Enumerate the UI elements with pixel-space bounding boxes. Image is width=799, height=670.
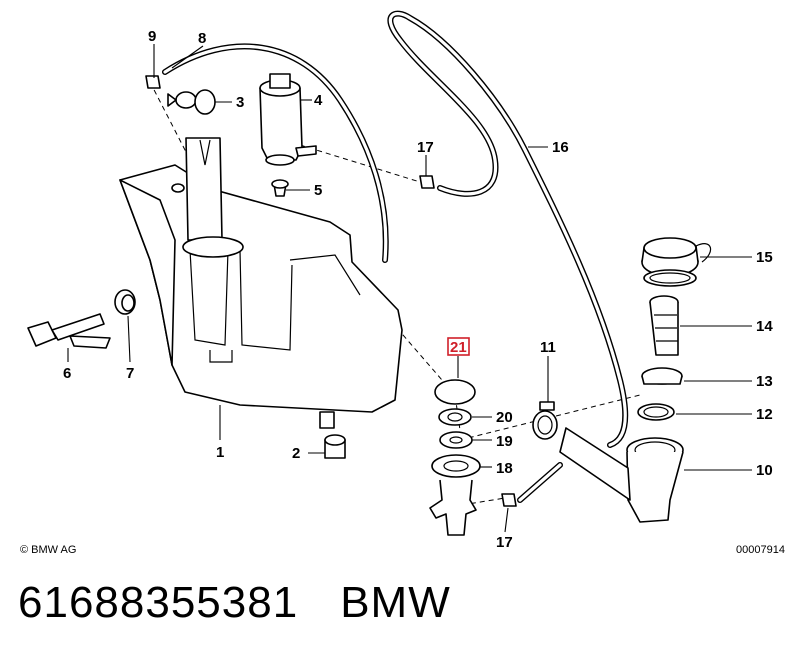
callout-12: 12 [756, 406, 773, 423]
level-sensor-part-6 [27, 313, 111, 349]
callout-3: 3 [236, 94, 244, 111]
grommet-part-3 [167, 89, 216, 115]
washer-pump [259, 73, 317, 166]
callout-19: 19 [496, 433, 513, 450]
cap-part-21 [434, 379, 476, 405]
strainer-part-14 [649, 295, 679, 356]
callout-1: 1 [216, 444, 224, 461]
leader-lines [67, 44, 752, 533]
drawing-number: 00007914 [736, 544, 785, 556]
connector-part-5 [271, 179, 289, 197]
callout-21: 21 [450, 339, 467, 356]
clip-part-17-upper [419, 175, 435, 189]
reservoir-tank [119, 137, 403, 429]
callout-7: 7 [126, 365, 134, 382]
callout-16: 16 [552, 139, 569, 156]
callout-5: 5 [314, 182, 322, 199]
part-caption: 61688355381 BMW [18, 578, 493, 648]
callout-15: 15 [756, 249, 773, 266]
hose-clamp-part-11 [532, 401, 558, 440]
callout-14: 14 [756, 318, 773, 335]
hose-part-8 [162, 43, 389, 263]
callout-13: 13 [756, 373, 773, 390]
hose-part-16 [387, 10, 629, 503]
callout-labels: 9 8 3 4 5 17 16 15 14 13 12 10 11 21 20 … [63, 28, 773, 551]
seal-part-19 [439, 431, 473, 449]
callout-2: 2 [292, 445, 300, 462]
highlight-box-21 [447, 337, 470, 356]
callout-11: 11 [540, 339, 556, 356]
callout-18: 18 [496, 460, 513, 477]
callout-4: 4 [314, 92, 323, 109]
grommet-part-7 [114, 289, 136, 315]
seal-part-12 [637, 403, 675, 421]
parts-diagram: 9 8 3 4 5 17 16 15 14 13 12 10 11 21 20 … [20, 10, 785, 556]
callout-9: 9 [148, 28, 156, 45]
callout-8: 8 [198, 30, 206, 47]
callout-20: 20 [496, 409, 513, 426]
brand-name: BMW [340, 578, 451, 627]
clip-part-9 [145, 75, 161, 89]
callout-17-upper: 17 [417, 139, 434, 156]
callout-10: 10 [756, 462, 773, 479]
spacer-part-20 [438, 408, 472, 426]
callout-6: 6 [63, 365, 71, 382]
callout-17-lower: 17 [496, 534, 513, 551]
part-number: 61688355381 [18, 578, 299, 627]
copyright-text: © BMW AG [20, 544, 76, 556]
filler-pipe-part-10 [559, 427, 684, 523]
clip-part-17-lower [501, 493, 517, 507]
neck-part-13 [641, 367, 683, 385]
pump-body-part-18 [429, 454, 481, 536]
nozzle-part-2 [324, 434, 346, 459]
filler-seal-ring [643, 269, 697, 287]
